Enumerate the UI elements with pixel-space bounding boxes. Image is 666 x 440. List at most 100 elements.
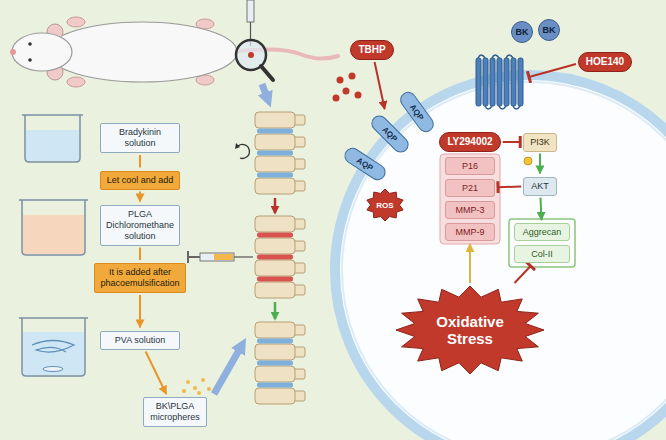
rat-figure: [12, 33, 72, 71]
beaker-icon: [22, 200, 85, 255]
injection-syringe: [247, 0, 254, 22]
spine-repaired: [257, 383, 293, 388]
node-text: TBHP: [358, 44, 385, 56]
process-arrow: [214, 345, 242, 394]
spine-degenerated: [255, 282, 295, 298]
rat-figure: [10, 17, 338, 87]
step-label: Let cool and add: [100, 171, 180, 190]
microsphere-dots: [182, 378, 211, 395]
flow-arrow: [146, 352, 167, 395]
node-text: HOE140: [586, 56, 624, 68]
injection-syringe: [188, 251, 253, 263]
process-arrow: [275, 302, 276, 319]
entry-arrow: [375, 62, 385, 109]
node-text: Col-II: [531, 249, 553, 259]
antagonist-pill: HOE140: [578, 52, 632, 72]
node-text: BK: [516, 27, 529, 37]
burst-outline: [367, 189, 403, 221]
channel-capsule: AQP: [397, 89, 437, 136]
beaker-icon: [22, 318, 85, 376]
beaker-icon: [23, 215, 84, 254]
marker-box: MMP-9: [445, 223, 495, 241]
process-arrow: [275, 198, 276, 213]
phosphate-dot: [524, 157, 532, 165]
beaker-icon: [19, 200, 88, 255]
cell-membrane: [342, 82, 666, 440]
solution-label: PVA solution: [100, 331, 180, 350]
microsphere-dots: [201, 378, 205, 382]
inhibitor-pill: LY294002: [439, 132, 500, 152]
beaker-icon: [22, 114, 83, 116]
beaker-icon: [22, 115, 83, 162]
inhibition-line: [529, 64, 576, 77]
node-text: It is added after phacoemulsification: [99, 267, 181, 289]
receptor-symbol: [483, 58, 488, 106]
receptor-symbol: [476, 55, 523, 109]
beaker-icon: [25, 115, 80, 162]
receptor-symbol: [511, 58, 516, 106]
spine-degenerated: [255, 260, 295, 276]
microsphere-dots: [197, 391, 201, 395]
beaker-icon: [23, 332, 84, 375]
receptor-symbol: [490, 58, 495, 106]
spine-repaired: [257, 339, 293, 344]
kinase-box: AKT: [523, 177, 557, 196]
solution-label: Bradykinin solution: [100, 123, 180, 153]
flow-arrow: [139, 248, 141, 261]
activation-arrow: [539, 198, 542, 221]
flow-arrow: [139, 192, 141, 202]
promotion-arrow: [469, 244, 471, 283]
spine-healthy: [257, 129, 293, 134]
receptor-symbol: [518, 58, 523, 106]
node-text: LY294002: [447, 136, 492, 148]
magnifier-icon: [248, 52, 254, 58]
microsphere-dots: [186, 380, 190, 384]
receptor-symbol: [504, 58, 509, 106]
oxidant-dots: [333, 95, 340, 102]
receptor-symbol: [497, 58, 502, 106]
spine-degenerated: [255, 216, 295, 232]
node-text: PVA solution: [105, 335, 175, 346]
cell-membrane: [335, 75, 666, 440]
node-text: Oxidative Stress: [425, 313, 515, 347]
node-text: AQP: [355, 156, 374, 173]
flow-arrow: [139, 155, 141, 168]
node-text: MMP-9: [456, 227, 485, 237]
oxidant-dots: [349, 73, 356, 80]
channel-capsule: AQP: [341, 145, 388, 183]
injection-syringe: [200, 253, 234, 261]
matrix-box: Aggrecan: [514, 223, 570, 241]
spine-healthy: [255, 134, 295, 150]
beaker-icon: [19, 318, 88, 376]
ros-burst: ROS: [365, 188, 405, 222]
oxidant-dots: [337, 77, 344, 84]
node-text: Let cool and add: [105, 175, 175, 186]
spine-degenerated: [257, 233, 293, 238]
marker-box: P21: [445, 179, 495, 197]
node-text: ROS: [376, 201, 393, 210]
oxidant-dots: [355, 92, 362, 99]
rat-figure: [28, 42, 32, 46]
spine-repaired: [255, 366, 295, 382]
rat-figure: [67, 17, 85, 27]
matrix-group-frame: [509, 219, 575, 267]
marker-group-frame: [440, 154, 500, 244]
node-text: MMP-3: [456, 205, 485, 215]
spine-repaired: [255, 322, 295, 338]
oxidant-dots: [333, 73, 362, 102]
process-arrow: [274, 198, 277, 213]
activation-arrow: [539, 154, 541, 174]
rotation-icon: [235, 143, 240, 149]
spine-degenerated: [255, 238, 295, 254]
injection-syringe: [188, 256, 200, 258]
rat-figure: [47, 22, 237, 82]
beaker-icon: [19, 199, 88, 201]
spine-repaired: [255, 344, 295, 360]
rat-figure: [67, 77, 85, 87]
spine-degenerated: [257, 277, 293, 282]
beaker-icon: [43, 367, 63, 372]
beaker-icon: [26, 130, 79, 161]
node-text: Bradykinin solution: [105, 127, 175, 149]
inhibition-line: [529, 64, 576, 77]
phosphate-dot: [524, 157, 532, 165]
